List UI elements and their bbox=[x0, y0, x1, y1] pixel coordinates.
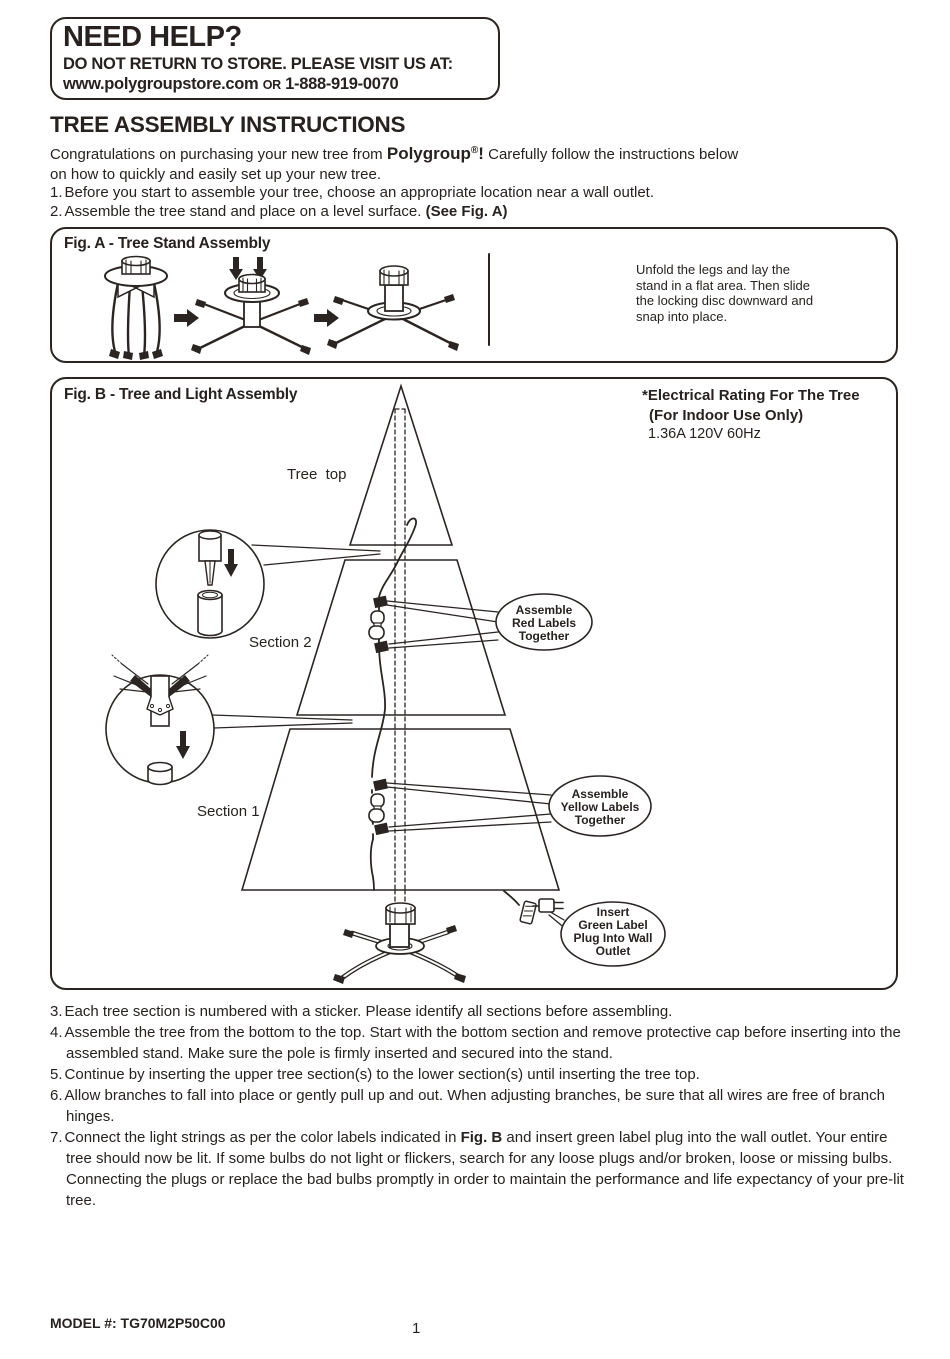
green-callout-oval bbox=[560, 901, 666, 967]
arrow-down-icon bbox=[176, 731, 190, 759]
fig-b-diagram: Tree top Section 2 Section 1 Assemble Re… bbox=[105, 383, 666, 984]
page-number: 1 bbox=[412, 1320, 421, 1337]
svg-text:Red Labels: Red Labels bbox=[512, 616, 576, 630]
intro-pre: Congratulations on purchasing your new t… bbox=[50, 146, 387, 163]
help-website: www.polygroupstore.com bbox=[63, 75, 259, 93]
step-6: 6.Allow branches to fall into place or g… bbox=[50, 1087, 885, 1125]
svg-text:Together: Together bbox=[519, 629, 570, 643]
electrical-rating: *Electrical Rating For The Tree (For Ind… bbox=[642, 387, 860, 442]
steps-1-2: 1.Before you start to assemble your tree… bbox=[50, 183, 880, 221]
help-or: OR bbox=[262, 78, 281, 92]
svg-text:Yellow Labels: Yellow Labels bbox=[561, 800, 640, 814]
stand-folded-drawing bbox=[104, 255, 168, 360]
step-5: 5.Continue by inserting the upper tree s… bbox=[50, 1066, 700, 1083]
svg-text:Assemble: Assemble bbox=[516, 603, 573, 617]
tree-top-label: Tree top bbox=[287, 466, 346, 483]
section-1-label: Section 1 bbox=[197, 803, 260, 820]
steps-3-7: 3.Each tree section is numbered with a s… bbox=[50, 1001, 910, 1211]
pole-joint-inset bbox=[155, 529, 381, 639]
see-fig-a-ref: (See Fig. A) bbox=[425, 203, 508, 220]
step-4: 4.Assemble the tree from the bottom to t… bbox=[50, 1024, 901, 1062]
registered-mark: ® bbox=[470, 145, 479, 156]
fig-a-diagram bbox=[104, 253, 490, 360]
svg-text:Together: Together bbox=[575, 813, 626, 827]
model-number: MODEL #: TG70M2P50C00 bbox=[50, 1315, 226, 1331]
power-cord-and-plug bbox=[503, 890, 564, 925]
fig-b-box: Tree top Section 2 Section 1 Assemble Re… bbox=[50, 377, 898, 990]
intro-paragraph: Congratulations on purchasing your new t… bbox=[50, 141, 756, 184]
fig-a-caption: Unfold the legs and lay the stand in a f… bbox=[636, 262, 814, 324]
need-help-box: NEED HELP? DO NOT RETURN TO STORE. PLEAS… bbox=[50, 17, 500, 100]
help-subtitle: DO NOT RETURN TO STORE. PLEASE VISIT US … bbox=[63, 55, 453, 73]
svg-text:Plug Into Wall: Plug Into Wall bbox=[574, 931, 653, 945]
tree-section-1 bbox=[240, 728, 561, 891]
svg-text:Outlet: Outlet bbox=[596, 944, 631, 958]
center-pole-dashed bbox=[394, 408, 406, 907]
help-phone: 1-888-919-0070 bbox=[285, 75, 399, 93]
help-title: NEED HELP? bbox=[63, 21, 242, 53]
tree-stand bbox=[333, 902, 466, 984]
intro-post: Carefully follow the instructions below … bbox=[50, 146, 739, 183]
arrow-down-icon bbox=[224, 549, 238, 577]
yellow-label-connectors bbox=[368, 778, 389, 836]
green-callout-text: Insert Green Label Plug Into Wall Outlet bbox=[574, 905, 653, 958]
fig-a-title: Fig. A - Tree Stand Assembly bbox=[64, 235, 271, 252]
plug-icon bbox=[538, 898, 564, 913]
section-2-label: Section 2 bbox=[249, 634, 312, 651]
step-3: 3.Each tree section is numbered with a s… bbox=[50, 1003, 673, 1020]
red-label-connectors bbox=[368, 595, 389, 654]
light-string-cable bbox=[369, 517, 417, 891]
arrow-down-icon bbox=[229, 257, 243, 280]
tree-top-section bbox=[348, 383, 454, 546]
green-label-tag bbox=[519, 900, 537, 925]
step-2: 2.Assemble the tree stand and place on a… bbox=[50, 203, 508, 220]
brand-name: Polygroup®! bbox=[386, 144, 484, 163]
branch-hinge-inset bbox=[105, 654, 353, 786]
svg-text:Green Label: Green Label bbox=[578, 918, 647, 932]
svg-text:Assemble: Assemble bbox=[572, 787, 629, 801]
step-1: 1.Before you start to assemble your tree… bbox=[50, 184, 655, 201]
fig-b-ref: Fig. B bbox=[460, 1129, 503, 1146]
callout-lines bbox=[386, 600, 568, 931]
tree-section-2 bbox=[295, 559, 507, 716]
help-contact-line: www.polygroupstore.com OR 1-888-919-0070 bbox=[63, 74, 498, 95]
arrow-right-icon bbox=[314, 309, 339, 327]
red-callout-oval bbox=[495, 593, 593, 651]
stand-unfolding-drawing bbox=[191, 257, 311, 355]
fig-a-box: Fig. A - Tree Stand Assembly Unfold the … bbox=[50, 227, 898, 363]
tree-sections bbox=[240, 383, 561, 891]
stand-assembled-drawing bbox=[327, 265, 459, 351]
arrow-right-icon bbox=[174, 309, 199, 327]
yellow-callout-oval bbox=[548, 775, 652, 837]
red-callout-text: Assemble Red Labels Together bbox=[512, 603, 576, 643]
step-7: 7.Connect the light strings as per the c… bbox=[50, 1129, 904, 1209]
yellow-callout-text: Assemble Yellow Labels Together bbox=[561, 787, 640, 827]
page-title: TREE ASSEMBLY INSTRUCTIONS bbox=[50, 112, 406, 137]
svg-text:Insert: Insert bbox=[597, 905, 630, 919]
fig-b-title: Fig. B - Tree and Light Assembly bbox=[64, 386, 298, 403]
